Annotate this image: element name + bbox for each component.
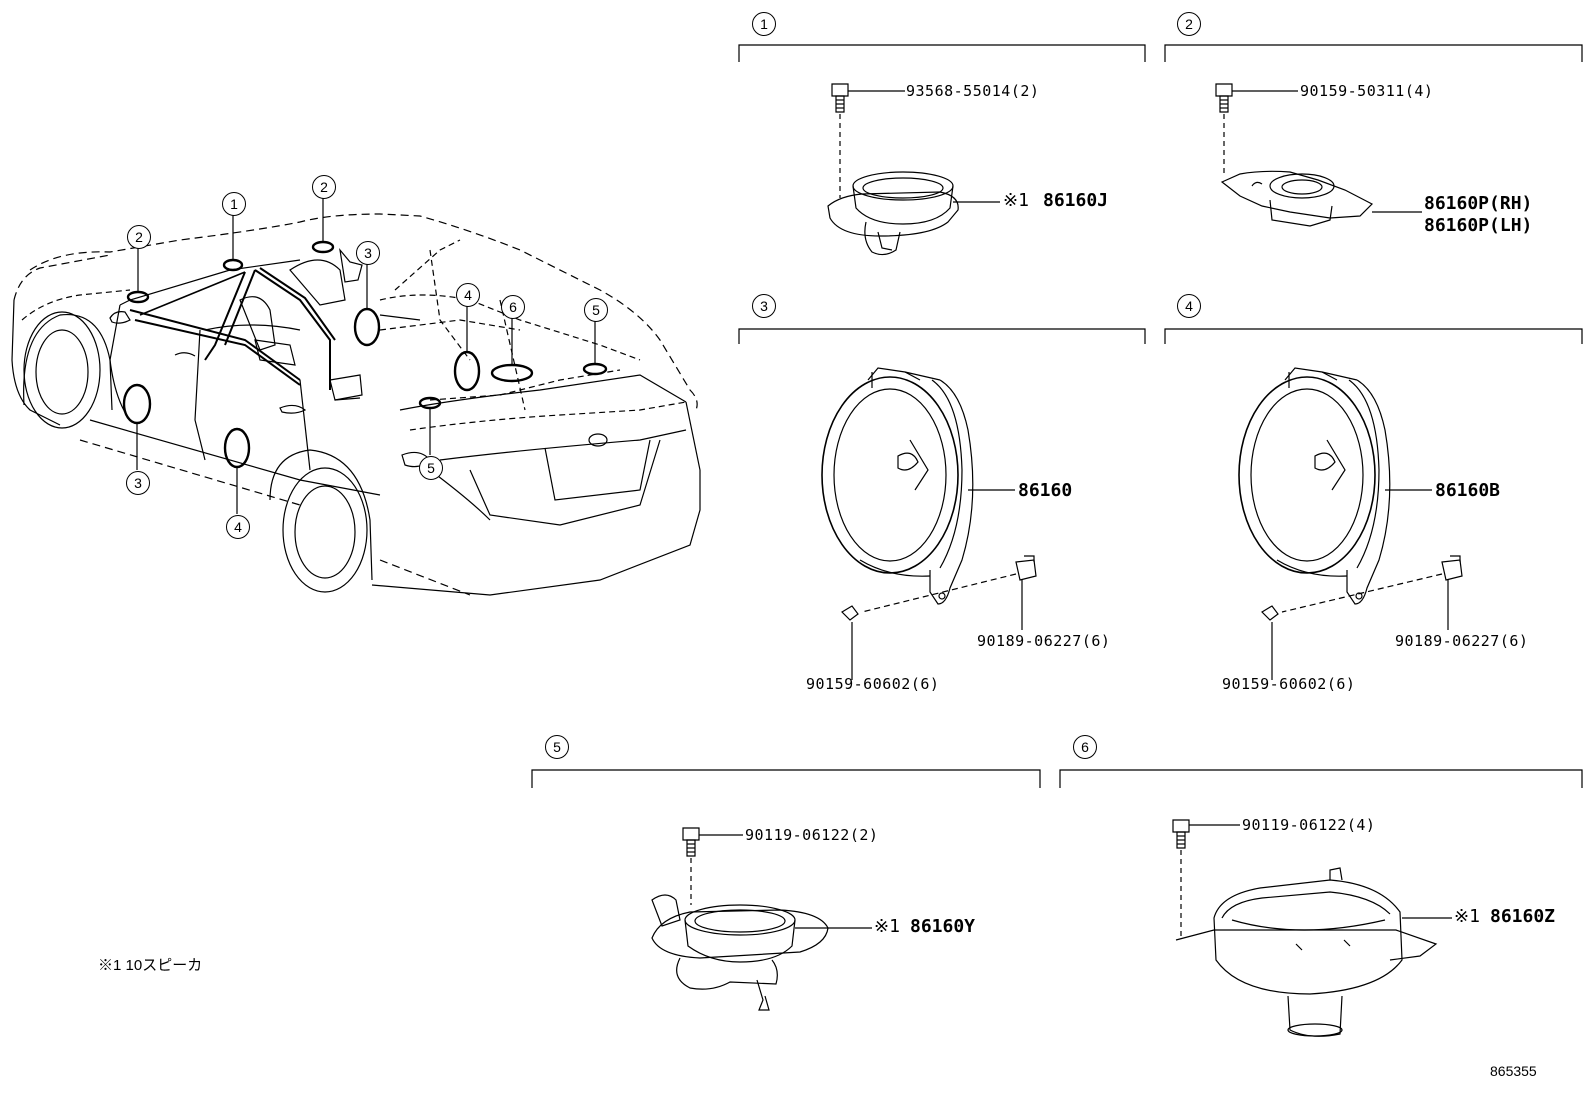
part-prefix-5: ※1 xyxy=(874,916,900,937)
callout-3-front: 3 xyxy=(126,471,150,495)
callout-4-rear: 4 xyxy=(456,283,480,307)
car-illustration xyxy=(11,197,701,596)
fastener-label-5: 90119-06122(2) xyxy=(745,826,879,844)
part-number-86160P-rh: 86160P(RH) xyxy=(1424,193,1533,214)
speaker-86160Y-drawing xyxy=(651,827,872,1011)
fastener-label-6: 90119-06122(4) xyxy=(1242,816,1376,834)
screw-label-3: 90159-60602(6) xyxy=(806,675,940,693)
part-number-86160Z: 86160Z xyxy=(1490,906,1556,927)
screw-label-4: 90159-60602(6) xyxy=(1222,675,1356,693)
part-number-86160J: 86160J xyxy=(1043,190,1109,211)
part-prefix-1: ※1 xyxy=(1003,190,1029,211)
section-number-5: 5 xyxy=(545,735,569,759)
fastener-label-2: 90159-50311(4) xyxy=(1300,82,1434,100)
speaker-86160J-drawing xyxy=(827,83,1000,256)
callout-5-rear: 5 xyxy=(584,298,608,322)
part-number-86160B: 86160B xyxy=(1435,480,1501,501)
section-brackets xyxy=(531,44,1583,788)
callout-4-front: 4 xyxy=(226,515,250,539)
section-number-3: 3 xyxy=(752,294,776,318)
part-number-86160P-lh: 86160P(LH) xyxy=(1424,215,1533,236)
section-number-1: 1 xyxy=(752,12,776,36)
callout-5-side: 5 xyxy=(419,456,443,480)
clip-label-3: 90189-06227(6) xyxy=(977,632,1111,650)
speaker-86160B-drawing xyxy=(1238,367,1463,680)
part-number-86160Y: 86160Y xyxy=(910,916,976,937)
footnote: ※1 10スピーカ xyxy=(98,957,203,974)
part-number-86160: 86160 xyxy=(1018,480,1073,501)
speaker-86160P-drawing xyxy=(1215,83,1422,227)
callout-1: 1 xyxy=(222,192,246,216)
callout-6: 6 xyxy=(501,295,525,319)
callout-2-front: 2 xyxy=(127,225,151,249)
diagram-code: 865355 xyxy=(1490,1063,1537,1079)
speaker-86160-drawing xyxy=(821,367,1037,680)
section-number-2: 2 xyxy=(1177,12,1201,36)
clip-label-4: 90189-06227(6) xyxy=(1395,632,1529,650)
speaker-86160Z-drawing xyxy=(1172,819,1452,1037)
section-number-6: 6 xyxy=(1073,735,1097,759)
part-prefix-6: ※1 xyxy=(1454,906,1480,927)
section-number-4: 4 xyxy=(1177,294,1201,318)
fastener-label-1: 93568-55014(2) xyxy=(906,82,1040,100)
callout-2-rear: 2 xyxy=(312,175,336,199)
callout-3-rear: 3 xyxy=(356,241,380,265)
